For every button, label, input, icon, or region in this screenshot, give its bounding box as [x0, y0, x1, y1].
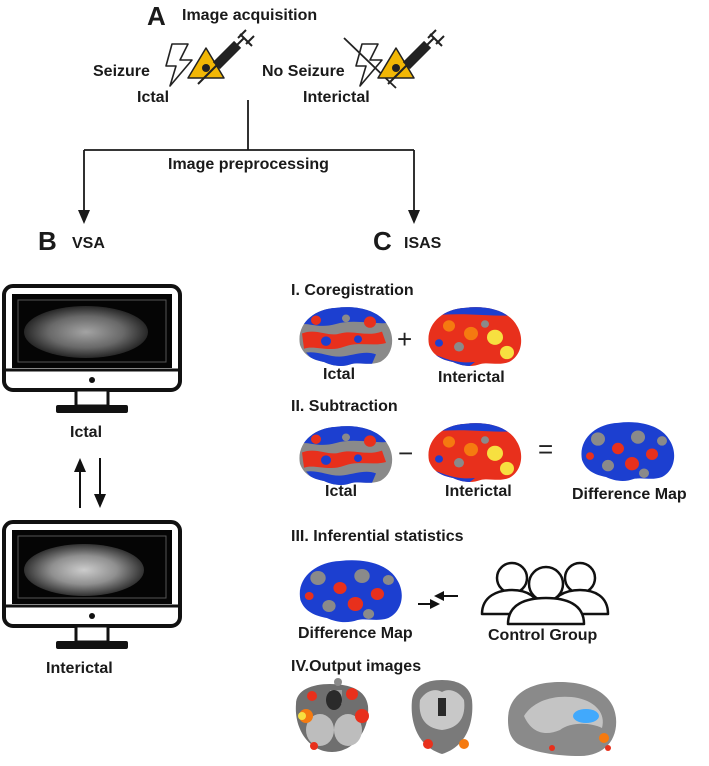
interictal-label-acquisition: Interictal	[303, 89, 370, 106]
swap-arrows	[74, 458, 106, 508]
seizure-label: Seizure	[93, 63, 150, 80]
coregistration-ictal-label: Ictal	[323, 366, 356, 383]
subtraction-ictal-label: Ictal	[325, 483, 358, 500]
plus-operator: +	[397, 324, 413, 354]
inferential-statistics-title: III. Inferential statistics	[291, 528, 464, 545]
preprocessing-connector	[83, 100, 415, 215]
arrow-to-vsa	[78, 210, 90, 224]
section-a-letter: A	[147, 1, 166, 31]
control-group-icon	[480, 561, 610, 626]
output-image-sagittal	[508, 682, 617, 756]
section-b-title: VSA	[72, 235, 105, 252]
coregistration-title: I. Coregistration	[291, 282, 414, 299]
ictal-label-acquisition: Ictal	[137, 89, 170, 106]
subtraction-difference-map-label: Difference Map	[572, 486, 687, 503]
syringe-icon-interictal	[387, 29, 445, 85]
output-image-axial	[295, 678, 369, 752]
coregistration-interictal-label: Interictal	[438, 369, 505, 386]
strike-through-icon	[343, 37, 397, 89]
section-c-letter: C	[373, 226, 392, 256]
output-image-coronal	[411, 680, 473, 754]
opposing-arrows	[418, 591, 458, 609]
radioactive-warning-icon-ictal	[187, 47, 225, 79]
control-group-label: Control Group	[488, 627, 598, 644]
vsa-interictal-label: Interictal	[46, 660, 113, 677]
section-a-title: Image acquisition	[182, 7, 318, 24]
brain-map-difference-inferential	[299, 560, 402, 623]
pet-scan-ictal	[24, 306, 148, 358]
section-c-title: ISAS	[404, 235, 442, 252]
vsa-ictal-label: Ictal	[70, 424, 103, 441]
subtraction-interictal-label: Interictal	[445, 483, 512, 500]
preprocessing-label: Image preprocessing	[168, 156, 329, 173]
brain-map-ictal-coregistration	[299, 307, 393, 366]
subtraction-title: II. Subtraction	[291, 398, 398, 415]
brain-map-difference-subtraction	[581, 422, 675, 481]
pet-scan-interictal	[24, 544, 144, 596]
arrow-to-isas	[408, 210, 420, 224]
brain-map-ictal-subtraction	[299, 426, 393, 485]
section-b-letter: B	[38, 226, 57, 256]
syringe-icon-ictal	[197, 29, 255, 85]
monitor-interictal	[2, 520, 182, 649]
brain-map-interictal-subtraction	[428, 423, 522, 482]
monitor-ictal	[2, 284, 182, 413]
inferential-difference-map-label: Difference Map	[298, 625, 413, 642]
minus-operator: −	[398, 438, 414, 468]
output-images-title: IV.Output images	[291, 658, 422, 675]
lightning-icon-ictal	[165, 43, 193, 87]
no-seizure-label: No Seizure	[262, 63, 345, 80]
lightning-icon-interictal	[355, 43, 383, 87]
equals-operator: =	[538, 434, 554, 464]
brain-map-interictal-coregistration	[428, 307, 522, 366]
